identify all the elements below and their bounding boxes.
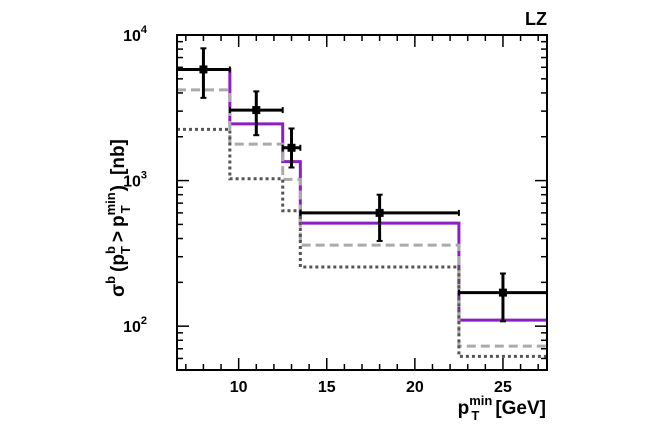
data-marker <box>252 106 261 115</box>
corner-label: LZ <box>525 9 547 29</box>
series-line-dashed <box>177 88 547 348</box>
y-tick-base: 10 <box>123 319 141 336</box>
x-axis-unit: [GeV] <box>495 398 546 419</box>
data-marker <box>199 65 208 74</box>
data-point-2 <box>228 90 284 137</box>
y-axis-p: p <box>108 254 129 266</box>
y-axis-open: ( <box>108 265 129 272</box>
data-marker <box>287 143 296 152</box>
y-axis-p-sup: b <box>103 246 118 254</box>
axis-ticks <box>177 35 547 371</box>
y-axis-title: σb(pbT>pminT)[nb] <box>103 139 133 297</box>
y-tick-label: 103 <box>123 170 147 191</box>
series-line-solid <box>177 67 547 322</box>
y-axis-sigma: σ <box>108 284 129 297</box>
y-tick-base: 10 <box>123 28 141 45</box>
y-tick-label: 104 <box>123 24 148 45</box>
x-axis-sup: min <box>469 393 492 408</box>
data-point-5 <box>457 272 548 323</box>
series-line-dotted <box>177 127 547 358</box>
y-tick-exponent: 2 <box>141 315 147 327</box>
x-tick-label: 15 <box>318 379 336 396</box>
y-tick-label: 102 <box>123 315 147 336</box>
y-tick-exponent: 3 <box>141 170 147 182</box>
y-tick-exponent: 4 <box>141 24 148 36</box>
y-axis-unit: [nb] <box>108 139 129 175</box>
x-axis-sub: T <box>471 408 479 423</box>
y-axis-p-sub: T <box>118 246 133 254</box>
x-tick-label: 20 <box>406 379 424 396</box>
data-point-4 <box>299 193 460 242</box>
y-axis-close: ) <box>108 185 129 191</box>
y-axis-p2-sup: min <box>103 192 118 215</box>
data-marker <box>375 208 384 217</box>
x-axis-base: p <box>458 398 470 419</box>
x-tick-label: 10 <box>230 379 248 396</box>
y-axis-sigma-sup: b <box>103 276 118 284</box>
y-axis-p2: p <box>108 215 129 227</box>
x-tick-label: 25 <box>494 379 512 396</box>
data-points <box>176 47 548 323</box>
data-point-1 <box>176 47 231 99</box>
y-axis-gt: > <box>108 231 129 242</box>
y-tick-base: 10 <box>123 174 141 191</box>
data-point-3 <box>281 127 302 169</box>
y-axis-p2-sub: T <box>118 205 133 213</box>
data-marker <box>498 288 507 297</box>
